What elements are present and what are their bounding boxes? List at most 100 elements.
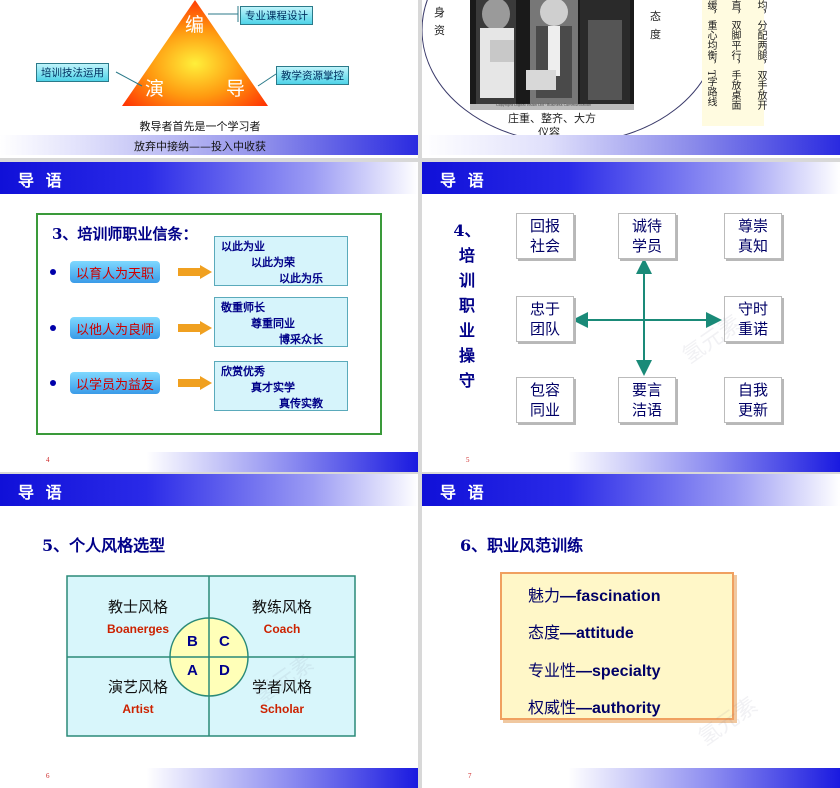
creed-row-3-label: 以学员为益友	[70, 372, 161, 394]
page-number: 4	[46, 456, 50, 464]
quadrant-scholar: 学者风格	[251, 678, 312, 696]
header-title: 导 语	[18, 171, 65, 190]
box-tolerate-peers: 包容同业	[516, 377, 574, 423]
box-respect-knowledge: 尊崇真知	[724, 213, 782, 259]
quote-2-1: 敬重师长	[221, 301, 265, 314]
quadrant-scholar-en: Scholar	[259, 702, 304, 716]
box-treat-trainees: 诚待学员	[618, 213, 676, 259]
cross-arrows	[572, 258, 722, 376]
slide-4: 导 语 4、 培 训 职 业 操 守 回报社会 诚待学员 尊崇真知 忠于团队 守…	[422, 162, 840, 472]
triangle-right-label: 导	[226, 78, 246, 100]
caption-line-1: 庄重、整齐、大方	[508, 112, 596, 125]
slide6-header: 导 语	[422, 474, 840, 506]
quote-1-2: 以此为荣	[251, 256, 295, 269]
slide-2: 身 资 态 度 Copyright Digital Vision Ltd · B…	[422, 0, 840, 158]
box-resource-control: 教学资源掌控	[276, 66, 349, 85]
business-photo	[470, 0, 634, 110]
quote-1-1: 以此为业	[221, 240, 265, 253]
letter-a: A	[187, 662, 198, 679]
creed-box: 3、培训师职业信条： 以育人为天职 以此为业 以此为荣 以此为乐 以他人为良师 …	[36, 213, 382, 435]
style-title: 5、个人风格选型	[42, 536, 166, 555]
title-char: 培	[458, 246, 475, 265]
slide-1: 编 演 导 专业课程设计 培训技法运用 教学资源掌控 教导者首先是一个学习者 放…	[0, 0, 418, 158]
creed-title: 3、培训师职业信条：	[52, 225, 198, 243]
header-title: 导 语	[18, 483, 65, 502]
vertical-col-2: 直，双脚平行，手放桌面	[729, 0, 740, 110]
slide5-header: 导 语	[0, 474, 418, 506]
quadrant-coach-en: Coach	[263, 622, 301, 636]
letter-c: C	[219, 633, 230, 650]
quadrant-artist: 演艺风格	[107, 678, 168, 696]
title-char: 4、	[453, 221, 481, 240]
style-matrix	[66, 575, 356, 737]
quadrant-boanerges: 教士风格	[107, 598, 168, 616]
photo-copyright: Copyright Digital Vision Ltd · Business …	[496, 103, 592, 107]
header-title: 导 语	[440, 171, 487, 190]
quote-2-2: 尊重同业	[251, 317, 295, 330]
slide-5: 导 语 5、个人风格选型 教士风格 Boanerges 教练风格 Coach 演…	[0, 474, 418, 788]
arrow-1-icon	[178, 265, 212, 279]
quote-2-3: 博采众长	[279, 333, 323, 346]
page-number: 7	[468, 772, 472, 780]
left-char-2: 资	[434, 24, 445, 37]
right-char-1: 态	[650, 10, 661, 23]
bullet-2	[50, 325, 56, 331]
vertical-col-3: 缓，重心均衡，T字路线	[705, 0, 716, 107]
right-char-2: 度	[650, 28, 661, 41]
yellow-column-panel	[702, 0, 764, 126]
box-concise-speech: 要言洁语	[618, 377, 676, 423]
slide2-band	[422, 135, 840, 155]
creed-row-3-quotes: 欣赏优秀 真才实学 真传实教	[214, 361, 348, 411]
slide-3: 导 语 3、培训师职业信条： 以育人为天职 以此为业 以此为荣 以此为乐 以他人…	[0, 162, 418, 472]
slide6-footer	[422, 768, 840, 788]
bullet-1	[50, 269, 56, 275]
slide4-header: 导 语	[422, 162, 840, 194]
creed-row-2-quotes: 敬重师长 尊重同业 博采众长	[214, 297, 348, 347]
box-training-technique: 培训技法运用	[36, 63, 109, 82]
demeanor-box: 魅力—fascination 态度—attitude 专业性—specialty…	[500, 572, 734, 720]
bullet-3	[50, 380, 56, 386]
connector-lines	[115, 6, 277, 87]
creed-row-2-label: 以他人为良师	[70, 317, 161, 339]
item-authority: 权威性—authority	[528, 698, 661, 717]
box-punctual: 守时重诺	[724, 296, 782, 342]
creed-row-1-quotes: 以此为业 以此为荣 以此为乐	[214, 236, 348, 286]
letter-b: B	[187, 633, 198, 650]
box-self-renewal: 自我更新	[724, 377, 782, 423]
item-fascination: 魅力—fascination	[528, 586, 661, 605]
quote-3-3: 真传实教	[279, 397, 323, 410]
quote-3-2: 真才实学	[251, 381, 295, 394]
slide3-header: 导 语	[0, 162, 418, 194]
page-number: 6	[46, 772, 50, 780]
triangle-left-label: 演	[145, 78, 165, 100]
title-char: 职	[458, 296, 475, 315]
item-specialty: 专业性—specialty	[528, 661, 661, 680]
demeanor-title: 6、职业风范训练	[460, 536, 584, 555]
box-repay-society: 回报社会	[516, 213, 574, 259]
vertical-col-1: 均，分配两腿，双手放开	[755, 0, 766, 110]
slide4-footer	[422, 452, 840, 472]
pyramid-triangle	[122, 0, 268, 106]
box-course-design: 专业课程设计	[240, 6, 313, 25]
conduct-title: 4、 培 训 职 业 操 守	[452, 218, 482, 393]
header-title: 导 语	[440, 483, 487, 502]
arrow-3-icon	[178, 376, 212, 390]
title-char: 业	[458, 321, 475, 340]
title-char: 训	[458, 271, 475, 290]
triangle-top-label: 编	[185, 14, 205, 36]
quadrant-coach: 教练风格	[251, 598, 312, 616]
slide5-footer	[0, 768, 418, 788]
arrow-2-icon	[178, 321, 212, 335]
slide1-band: 放弃中接纳——投入中收获	[0, 135, 418, 155]
box-loyal-team: 忠于团队	[516, 296, 574, 342]
letter-d: D	[219, 662, 230, 679]
quadrant-artist-en: Artist	[122, 702, 154, 716]
item-attitude: 态度—attitude	[528, 623, 634, 642]
slide-6: 导 语 6、职业风范训练 魅力—fascination 态度—attitude …	[422, 474, 840, 788]
title-char: 操	[458, 346, 475, 365]
quadrant-boanerges-en: Boanerges	[106, 622, 170, 636]
page-number: 5	[466, 456, 470, 464]
slide1-band-text: 放弃中接纳——投入中收获	[134, 140, 266, 153]
slide3-footer	[0, 452, 418, 472]
quote-3-1: 欣赏优秀	[221, 365, 265, 378]
